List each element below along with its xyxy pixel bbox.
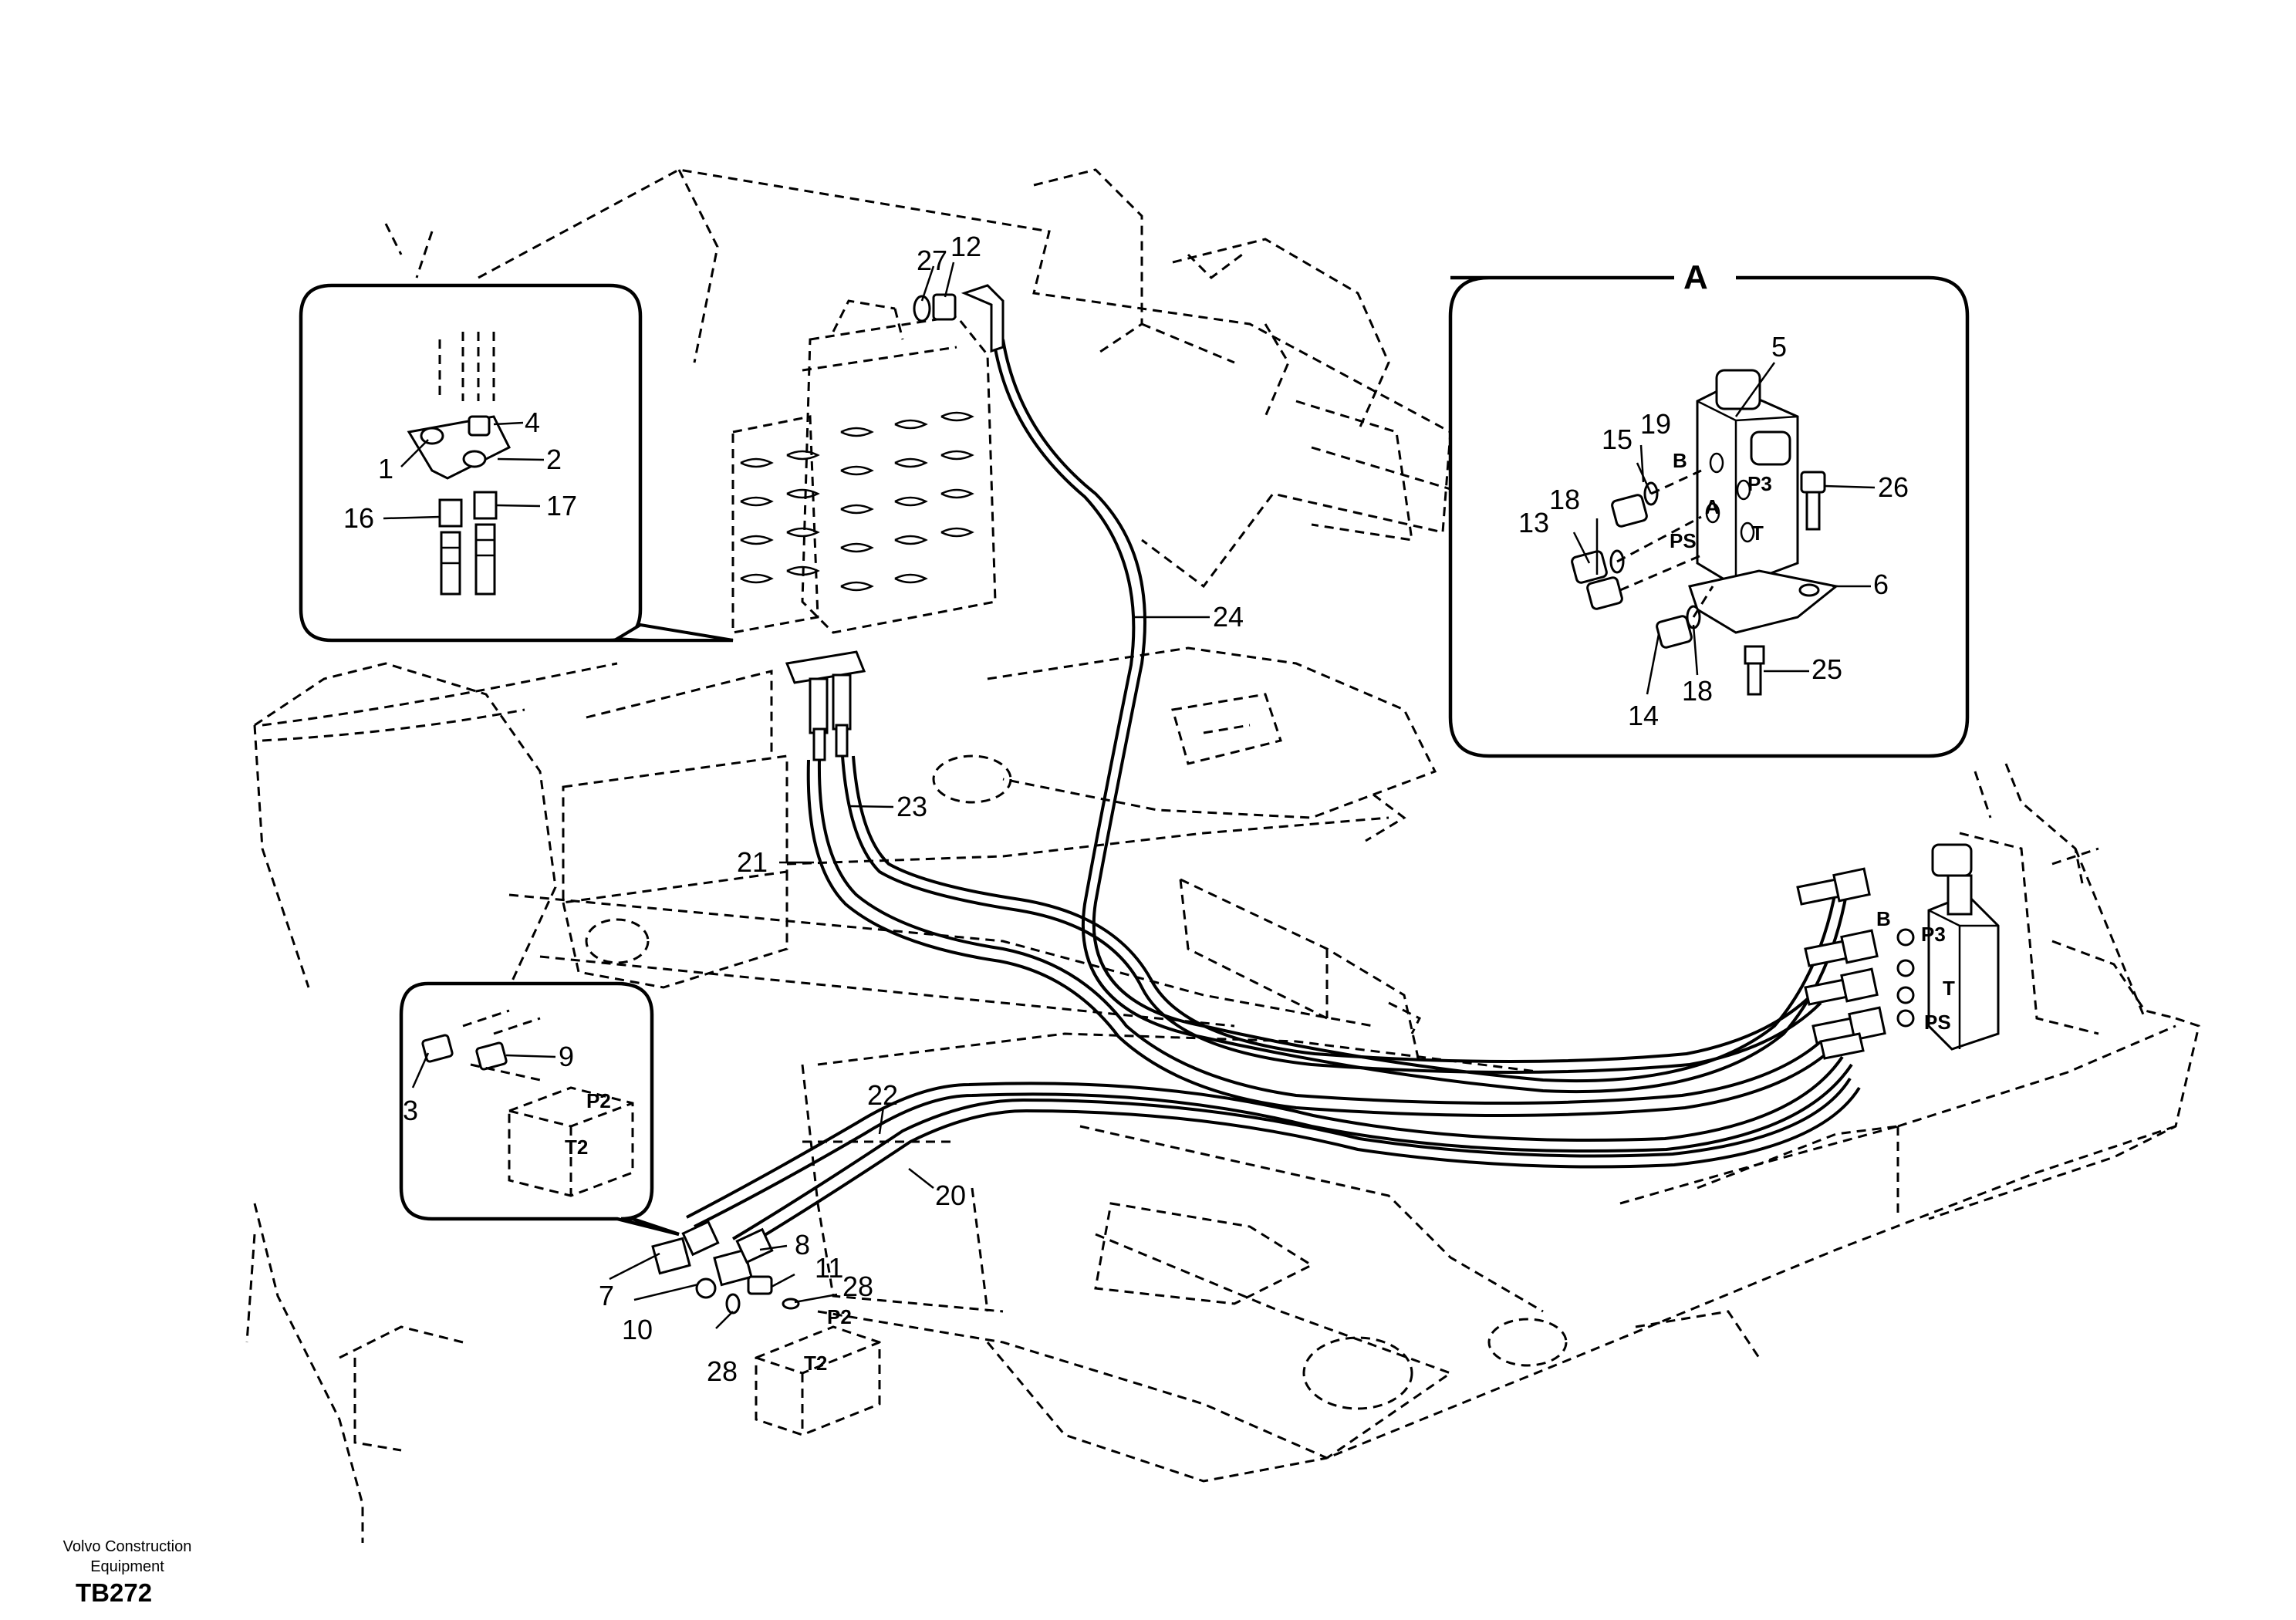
part-4-label: 4	[525, 407, 540, 438]
part-28-label-lower-left: 28	[707, 1355, 738, 1387]
port-p3-label: P3	[1921, 923, 1946, 946]
part-16-label: 16	[343, 502, 374, 534]
port-p2-label: P2	[827, 1305, 852, 1328]
part-28-label-lower-right: 28	[842, 1271, 873, 1302]
callout-port-detail	[399, 981, 680, 1237]
part-number-labels: 27 12 4 1 2 16 17 24 23 21 22 20 3 9 7 8…	[343, 231, 1909, 1387]
hoses	[686, 339, 1861, 1251]
part-8-label: 8	[795, 1229, 810, 1261]
part-7-label: 7	[599, 1280, 614, 1311]
part-5-label: 5	[1771, 331, 1787, 363]
part-11-label: 11	[815, 1252, 843, 1284]
part-19-label: 19	[1640, 408, 1671, 440]
port-a-label-detail: A	[1705, 495, 1720, 518]
port-ps-label-detail: PS	[1670, 529, 1697, 552]
part-14-label: 14	[1628, 700, 1659, 731]
top-elbow-fitting	[913, 284, 1004, 353]
leader-lines	[383, 262, 1876, 1329]
part-18-label-lower: 18	[1682, 675, 1713, 707]
part-3-label: 3	[403, 1095, 418, 1126]
part-13-label: 13	[1518, 507, 1549, 538]
part-6-label: 6	[1873, 569, 1889, 600]
valve-spools	[740, 411, 974, 592]
part-23-label: 23	[896, 791, 927, 822]
part-24-label: 24	[1213, 601, 1244, 633]
port-b-label-detail: B	[1673, 449, 1687, 472]
part-12-label: 12	[950, 231, 981, 262]
lower-fitting-group	[651, 1220, 881, 1436]
port-p3-label-detail: P3	[1747, 472, 1772, 495]
solenoid-valve-installed	[1896, 843, 2000, 1051]
port-t-label: T	[1943, 977, 1955, 1000]
callout-flange-detail	[299, 283, 734, 643]
part-26-label: 26	[1878, 471, 1909, 503]
part-2-label: 2	[546, 444, 562, 475]
port-t2-label-callout: T2	[565, 1136, 588, 1159]
port-b-label: B	[1876, 907, 1891, 930]
part-20-label: 20	[935, 1180, 966, 1211]
part-27-label: 27	[917, 245, 947, 276]
port-p2-label-callout: P2	[586, 1089, 611, 1112]
callout-detail-a	[1448, 275, 1970, 758]
detail-a-label: A	[1683, 258, 1708, 296]
part-15-label: 15	[1602, 424, 1633, 455]
part-25-label: 25	[1811, 653, 1842, 685]
port-t2-label: T2	[804, 1352, 827, 1375]
part-10-label: 10	[622, 1314, 653, 1345]
port-ps-label: PS	[1924, 1011, 1951, 1034]
part-22-label: 22	[867, 1079, 898, 1111]
port-labels: B P3 A T PS B P3 T PS P2 T2 P2 T2	[565, 449, 1955, 1375]
part-21-label: 21	[737, 846, 768, 878]
part-9-label: 9	[559, 1041, 574, 1072]
port-t-label-detail: T	[1751, 521, 1764, 545]
part-18-label-upper: 18	[1549, 484, 1580, 515]
hose-end-fittings-right	[1796, 867, 1886, 1060]
diagram-code: TB272	[76, 1578, 153, 1607]
main-control-valve	[731, 299, 997, 761]
company-name: Volvo Construction Equipment	[62, 1538, 192, 1575]
part-1-label: 1	[378, 453, 393, 484]
part-17-label: 17	[546, 490, 577, 521]
machine-outline	[245, 168, 2200, 1543]
